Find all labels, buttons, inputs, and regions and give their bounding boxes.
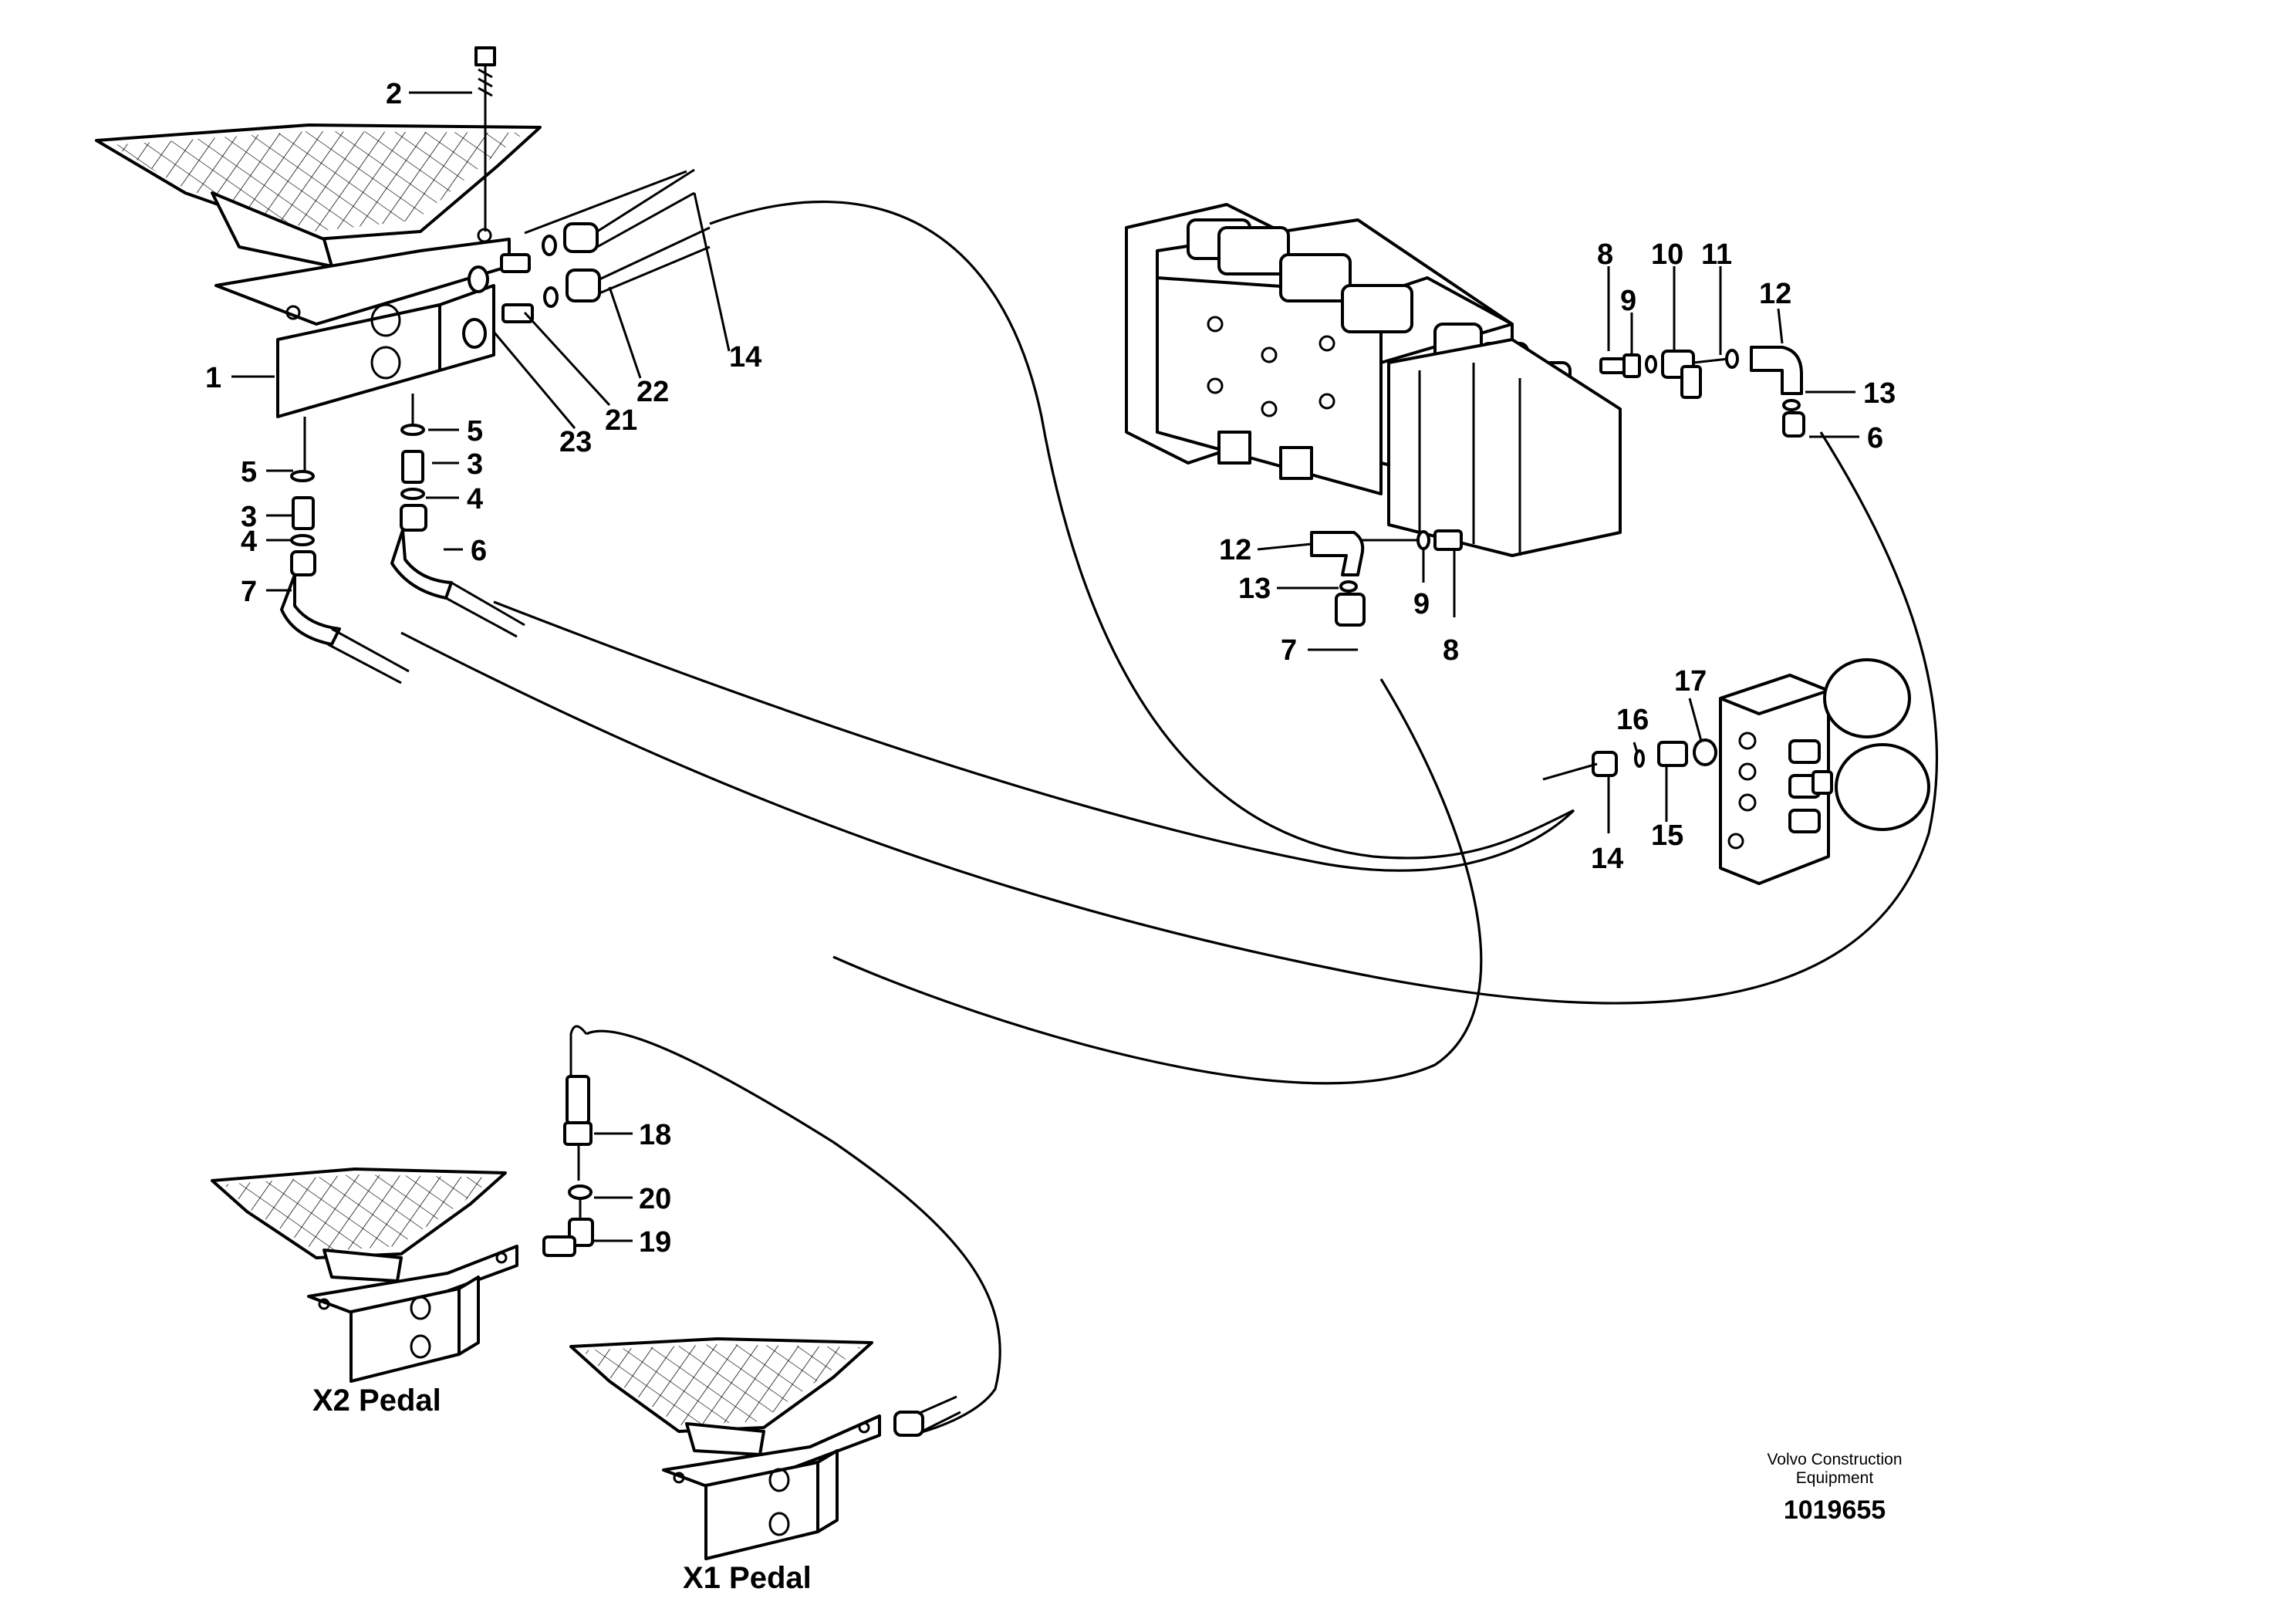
callout-6: 6 <box>1867 422 1883 454</box>
callout-17: 17 <box>1674 665 1707 698</box>
callout-14: 14 <box>1591 843 1623 875</box>
x2-fittings <box>542 1025 594 1257</box>
pedal-valve-assembly <box>95 123 542 418</box>
publisher-line-2: Equipment <box>1796 1469 1874 1487</box>
publisher-line-1: Volvo Construction <box>1767 1451 1902 1468</box>
callout-11: 11 <box>1701 238 1732 271</box>
callout-4: 4 <box>241 525 257 558</box>
callout-22: 22 <box>636 376 669 408</box>
callout-13: 13 <box>1863 377 1896 410</box>
callout-14: 14 <box>729 341 761 373</box>
lower-fittings <box>280 394 525 684</box>
callout-8: 8 <box>1443 634 1459 667</box>
callout-5: 5 <box>241 456 257 488</box>
x2-pedal-label: X2 Pedal <box>312 1384 441 1418</box>
callout-12: 12 <box>1759 278 1791 310</box>
pedal-port-fittings <box>462 168 711 349</box>
callout-4: 4 <box>467 483 483 515</box>
callout-10: 10 <box>1651 238 1683 271</box>
callout-16: 16 <box>1616 704 1649 736</box>
callout-21: 21 <box>605 404 637 437</box>
x2-pedal <box>211 1168 518 1383</box>
callout-3: 3 <box>467 448 483 481</box>
callout-2: 2 <box>386 78 402 110</box>
callout-12: 12 <box>1219 534 1251 566</box>
callout-15: 15 <box>1651 819 1683 852</box>
accumulator-block <box>1542 658 1930 885</box>
callout-19: 19 <box>639 1226 671 1259</box>
hose-lines <box>400 200 1939 1437</box>
callout-9: 9 <box>1620 285 1636 317</box>
callout-9: 9 <box>1413 588 1430 620</box>
callout-1: 1 <box>205 362 221 394</box>
callout-5: 5 <box>467 415 483 448</box>
callout-20: 20 <box>639 1183 671 1215</box>
callout-13: 13 <box>1238 573 1271 605</box>
callout-labels: 2 1 5 3 4 7 5 3 4 6 14 22 21 23 8 9 10 1… <box>205 78 1896 1259</box>
callout-8: 8 <box>1597 238 1613 271</box>
bolt <box>474 46 496 231</box>
control-valve-block <box>1125 203 1622 557</box>
callout-7: 7 <box>1281 634 1297 667</box>
x1-pedal <box>569 1337 961 1560</box>
callout-3: 3 <box>241 501 257 533</box>
callout-18: 18 <box>639 1119 671 1151</box>
valve-block-fittings <box>1599 346 1805 438</box>
callout-7: 7 <box>241 576 257 608</box>
illustration-number: 1019655 <box>1784 1495 1886 1525</box>
callout-23: 23 <box>559 426 592 458</box>
valve-lower-fittings <box>1310 529 1463 627</box>
x1-pedal-label: X1 Pedal <box>683 1561 812 1595</box>
leader-lines <box>231 91 1859 1242</box>
callout-6: 6 <box>471 535 487 567</box>
